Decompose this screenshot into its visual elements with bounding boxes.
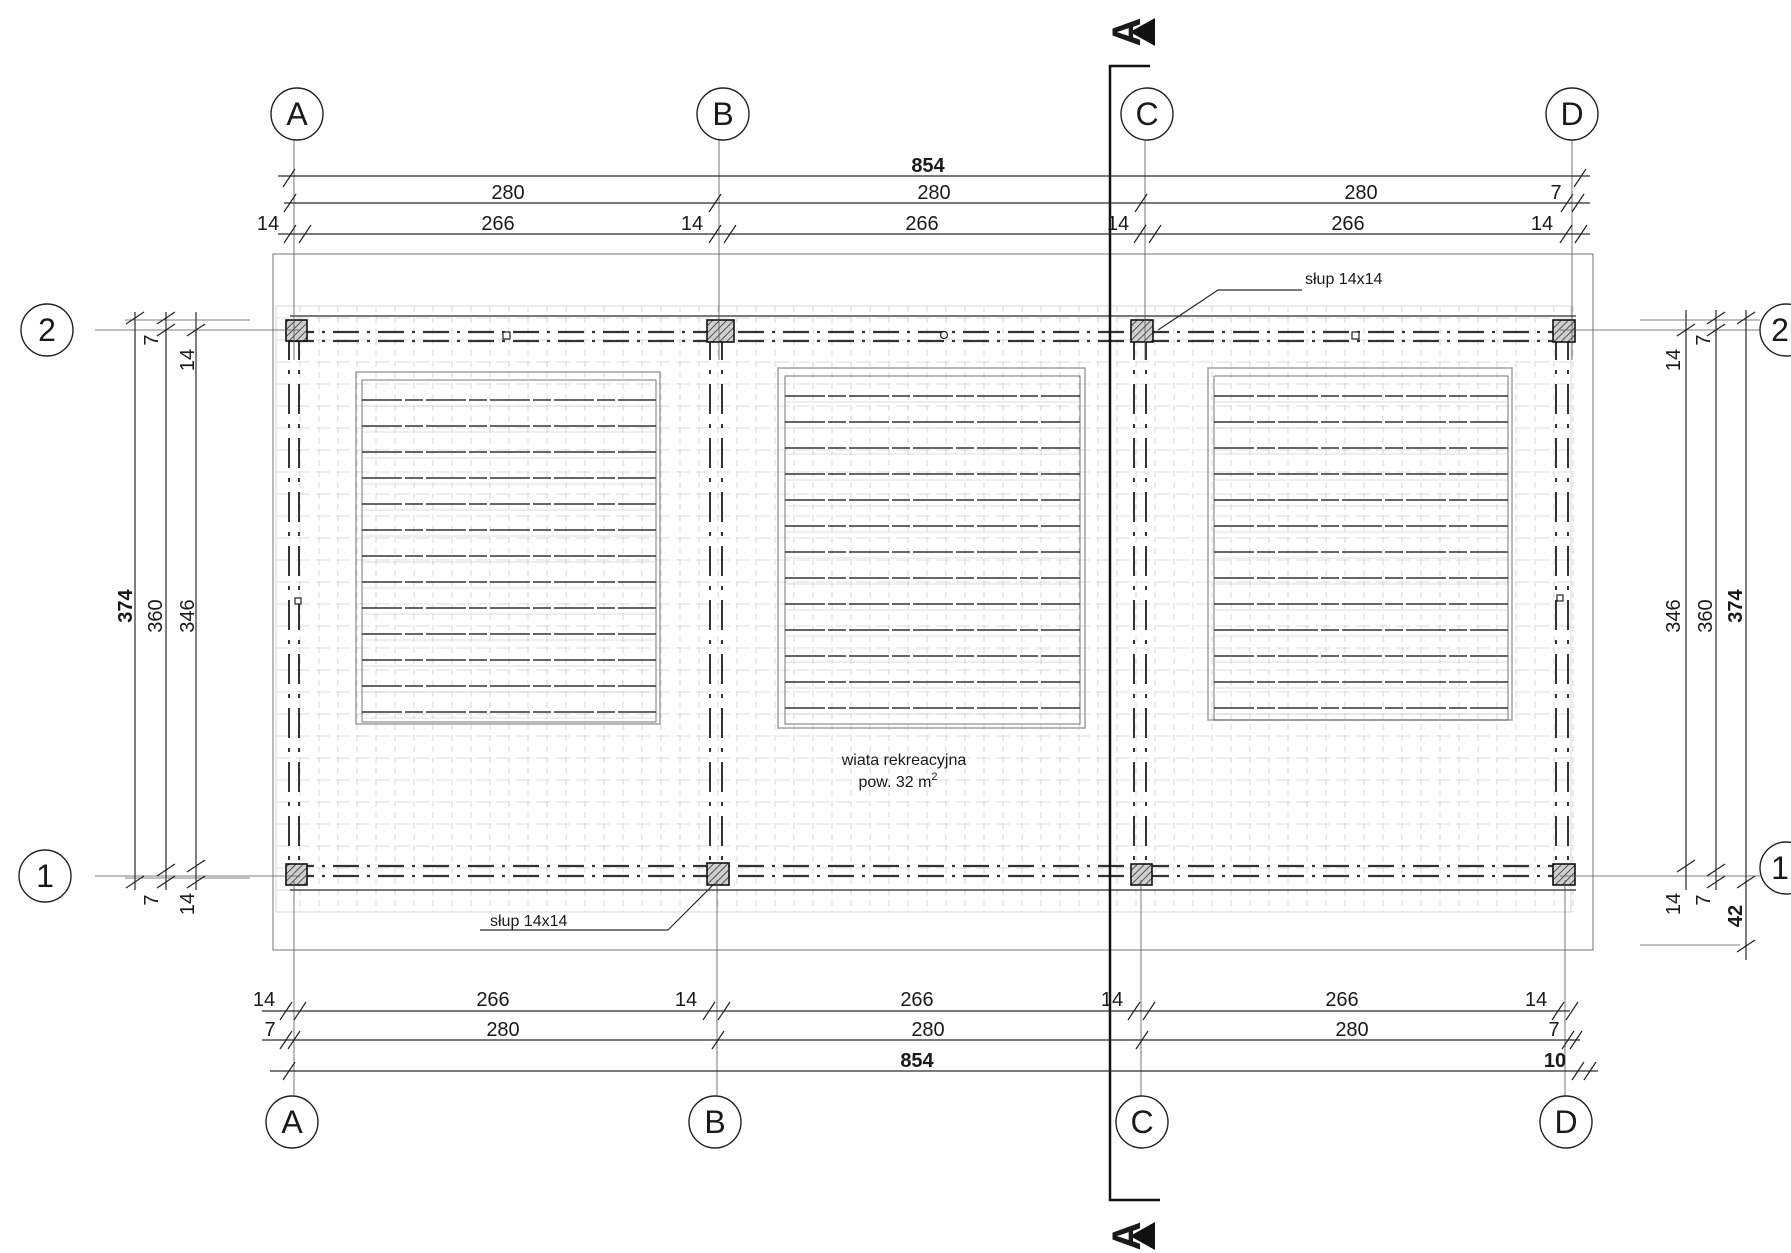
svg-text:1: 1 bbox=[1771, 850, 1789, 886]
svg-text:2: 2 bbox=[1771, 312, 1789, 348]
deck-grid bbox=[276, 306, 1574, 912]
svg-text:A: A bbox=[281, 1104, 303, 1140]
post-B2 bbox=[706, 319, 735, 343]
section-mark-bottom: A bbox=[1105, 1222, 1149, 1251]
svg-text:C: C bbox=[1135, 96, 1158, 132]
dim-top-post-4: 14 bbox=[1531, 213, 1553, 235]
svg-text:1: 1 bbox=[36, 858, 54, 894]
svg-text:2: 2 bbox=[38, 312, 56, 348]
dim-left-overall: 374 bbox=[115, 588, 137, 622]
axis-bubble-B-top: B bbox=[696, 87, 750, 141]
axis-bubble-C-top: C bbox=[1120, 87, 1174, 141]
svg-text:A: A bbox=[286, 96, 308, 132]
post-label-bottom-text: słup 14x14 bbox=[490, 913, 567, 930]
dim-bottom-post-3: 14 bbox=[1101, 989, 1123, 1011]
dim-top-post-3: 14 bbox=[1107, 213, 1129, 235]
dim-left-offset-top: 7 bbox=[141, 334, 163, 345]
dim-bottom-start: 7 bbox=[264, 1019, 275, 1041]
dim-top-spacing-end: 7 bbox=[1550, 182, 1561, 204]
axis-bubble-C-bottom: C bbox=[1115, 1095, 1169, 1149]
axis-bubble-D-top: D bbox=[1545, 87, 1599, 141]
dim-right-offset-bottom: 7 bbox=[1693, 894, 1715, 905]
post-C2 bbox=[1130, 319, 1154, 343]
svg-text:D: D bbox=[1554, 1104, 1577, 1140]
panel-left bbox=[355, 371, 661, 725]
dim-right-offset-top: 7 bbox=[1693, 334, 1715, 345]
dimensions-right: 14 7 346 360 374 14 7 42 bbox=[1640, 310, 1760, 960]
axis-bubble-2-left: 2 bbox=[20, 303, 74, 357]
dim-top-spacing-3: 280 bbox=[1344, 182, 1377, 204]
panel-right bbox=[1207, 367, 1513, 721]
dim-left-offset-bottom: 7 bbox=[141, 894, 163, 905]
connectors bbox=[294, 330, 1564, 605]
dim-bottom-overall-end: 10 bbox=[1544, 1050, 1566, 1072]
slab-outline bbox=[272, 253, 1594, 951]
dimensions-bottom: 14 266 14 266 14 266 14 7 280 280 280 7 … bbox=[253, 989, 1598, 1081]
post-label-top: słup 14x14 bbox=[1157, 271, 1382, 331]
dim-bottom-overall: 854 bbox=[900, 1050, 934, 1072]
post-A1 bbox=[285, 863, 308, 886]
post-label-top-text: słup 14x14 bbox=[1305, 271, 1382, 288]
room-area-sup: 2 bbox=[931, 771, 937, 783]
axis-bubble-A-bottom: A bbox=[265, 1095, 319, 1149]
post-label-bottom: słup 14x14 bbox=[480, 883, 715, 931]
section-line-A-A: A A bbox=[1105, 18, 1160, 1251]
dim-bottom-post-2: 14 bbox=[675, 989, 697, 1011]
dim-top-spacing-2: 280 bbox=[917, 182, 950, 204]
axis-bubble-D-bottom: D bbox=[1539, 1095, 1593, 1149]
axis-bubble-1-right: 1 bbox=[1759, 841, 1791, 895]
dim-top-post-1: 14 bbox=[257, 213, 279, 235]
axis-bubbles: A B C D A B C D 2 1 2 1 bbox=[18, 87, 1791, 1149]
axis-bubble-A-top: A bbox=[270, 87, 324, 141]
dim-top-clear-1: 266 bbox=[481, 213, 514, 235]
dim-bottom-spacing-end: 7 bbox=[1548, 1019, 1559, 1041]
dimensions-left: 7 14 374 360 346 7 14 bbox=[115, 311, 250, 915]
panel-middle bbox=[777, 367, 1086, 729]
dim-bottom-spacing-2: 280 bbox=[911, 1019, 944, 1041]
dim-right-post-top: 14 bbox=[1663, 349, 1685, 371]
dim-top-post-2: 14 bbox=[681, 213, 703, 235]
dim-bottom-post-4: 14 bbox=[1525, 989, 1547, 1011]
svg-text:B: B bbox=[704, 1104, 725, 1140]
axis-bubble-1-left: 1 bbox=[18, 849, 72, 903]
dim-bottom-spacing-3: 280 bbox=[1335, 1019, 1368, 1041]
dim-bottom-post-1: 14 bbox=[253, 989, 275, 1011]
grid-lines bbox=[95, 140, 1760, 1110]
dim-top-clear-2: 266 bbox=[905, 213, 938, 235]
posts bbox=[285, 319, 1576, 886]
dim-left-spacing: 360 bbox=[145, 599, 167, 632]
room-label: wiata rekreacyjna pow. 32 m2 bbox=[841, 752, 967, 791]
dim-bottom-clear-1: 266 bbox=[476, 989, 509, 1011]
svg-text:D: D bbox=[1560, 96, 1583, 132]
svg-text:B: B bbox=[712, 96, 733, 132]
section-mark-top: A bbox=[1105, 18, 1149, 47]
post-B1 bbox=[706, 862, 730, 886]
dim-bottom-spacing-1: 280 bbox=[486, 1019, 519, 1041]
dim-top-spacing-1: 280 bbox=[491, 182, 524, 204]
post-D2 bbox=[1552, 319, 1576, 343]
dim-bottom-clear-3: 266 bbox=[1325, 989, 1358, 1011]
dim-right-post-bottom: 14 bbox=[1663, 893, 1685, 915]
post-D1 bbox=[1552, 863, 1576, 886]
dim-left-clear: 346 bbox=[177, 599, 199, 632]
axis-bubble-B-bottom: B bbox=[688, 1095, 742, 1149]
post-A2 bbox=[285, 319, 308, 342]
room-name: wiata rekreacyjna bbox=[841, 752, 967, 769]
post-C1 bbox=[1130, 863, 1153, 886]
axis-bubble-2-right: 2 bbox=[1759, 303, 1791, 357]
dim-right-overhang: 42 bbox=[1725, 905, 1747, 927]
dim-right-clear: 346 bbox=[1663, 599, 1685, 632]
room-area: pow. 32 m2 bbox=[858, 771, 937, 791]
svg-text:C: C bbox=[1130, 1104, 1153, 1140]
dimensions-top: 854 280 280 280 7 14 266 14 266 14 266 1… bbox=[257, 155, 1590, 244]
dim-top-overall: 854 bbox=[911, 155, 945, 177]
dim-left-post-top: 14 bbox=[177, 349, 199, 371]
beams bbox=[288, 315, 1578, 891]
dim-right-overall: 374 bbox=[1725, 588, 1747, 622]
dim-right-spacing: 360 bbox=[1695, 599, 1717, 632]
dim-left-post-bottom: 14 bbox=[177, 893, 199, 915]
dim-bottom-clear-2: 266 bbox=[900, 989, 933, 1011]
dim-top-clear-3: 266 bbox=[1331, 213, 1364, 235]
